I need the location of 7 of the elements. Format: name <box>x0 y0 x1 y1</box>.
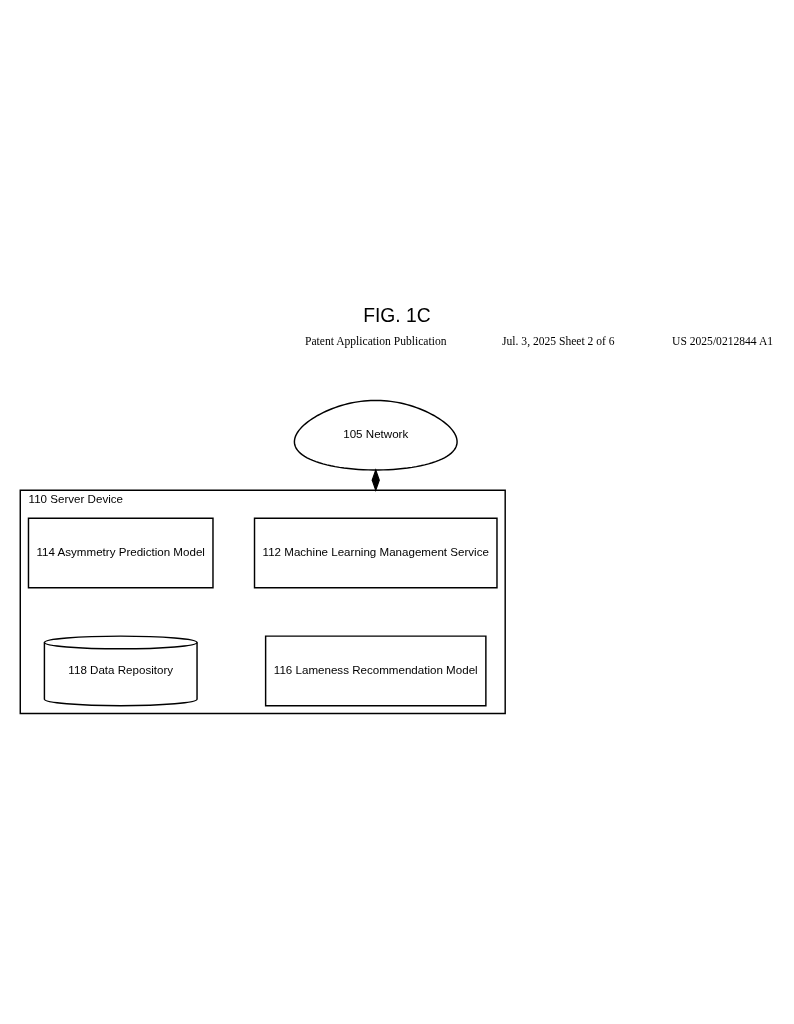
node-box: 112 Machine Learning Management Service <box>253 517 498 589</box>
node-box: 116 Lameness Recommendation Model <box>264 635 487 707</box>
diagram-title: FIG. 1C <box>363 305 431 327</box>
label: US 2025/0212844 A1 <box>672 334 774 348</box>
label: Patent Application Publication <box>305 334 447 348</box>
label: Jul. 3, 2025 Sheet 2 of 6 <box>502 334 615 348</box>
node-box: 114 Asymmetry Prediction Model <box>27 517 214 589</box>
